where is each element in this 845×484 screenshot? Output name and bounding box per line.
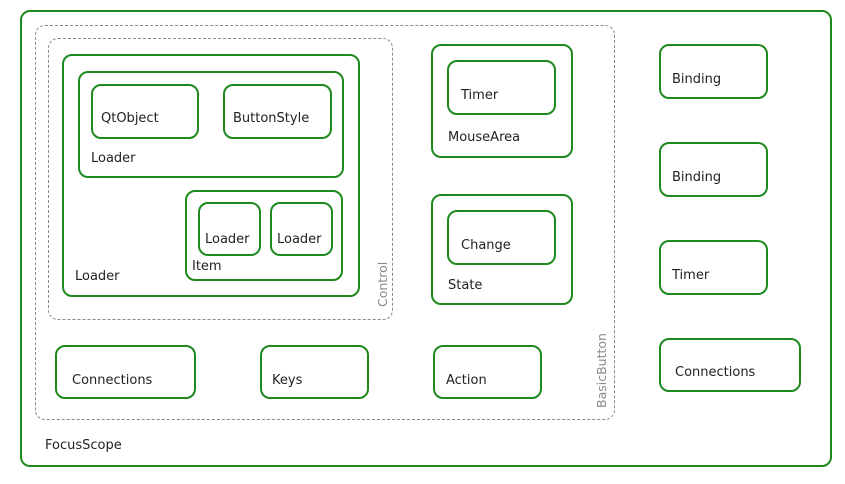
binding-2-label: Binding (672, 170, 722, 185)
loader-inner-label: Loader (91, 151, 136, 166)
item-loader-2-box (270, 202, 333, 256)
focusscope-label: FocusScope (45, 438, 122, 453)
timer-right-label: Timer (672, 268, 710, 283)
binding-1-label: Binding (672, 72, 722, 87)
binding-1-box (659, 44, 768, 99)
control-box (48, 38, 393, 320)
binding-2-box (659, 142, 768, 197)
connections-1-label: Connections (72, 373, 153, 388)
loader-outer-label: Loader (75, 269, 120, 284)
action-box (433, 345, 542, 399)
item-loader-1-box (198, 202, 261, 256)
basicbutton-box (35, 25, 615, 420)
item-loader-1-label: Loader (205, 232, 250, 247)
state-label: State (448, 278, 483, 293)
action-label: Action (446, 373, 487, 388)
buttonstyle-label: ButtonStyle (233, 111, 310, 126)
qtobject-label: QtObject (101, 111, 159, 126)
item-loader-2-label: Loader (277, 232, 322, 247)
connections-1-box (55, 345, 196, 399)
keys-box (260, 345, 369, 399)
item-label: Item (192, 259, 222, 274)
mousearea-timer-label: Timer (461, 88, 499, 103)
basicbutton-label: BasicButton (594, 333, 609, 408)
keys-label: Keys (272, 373, 303, 388)
mousearea-label: MouseArea (448, 130, 521, 145)
change-label: Change (461, 238, 511, 253)
connections-2-label: Connections (675, 365, 756, 380)
control-label: Control (375, 261, 390, 307)
change-box (447, 210, 556, 265)
buttonstyle-box (223, 84, 332, 139)
qtobject-box (91, 84, 199, 139)
connections-2-box (659, 338, 801, 392)
timer-right-box (659, 240, 768, 295)
mousearea-timer-box (447, 60, 556, 115)
